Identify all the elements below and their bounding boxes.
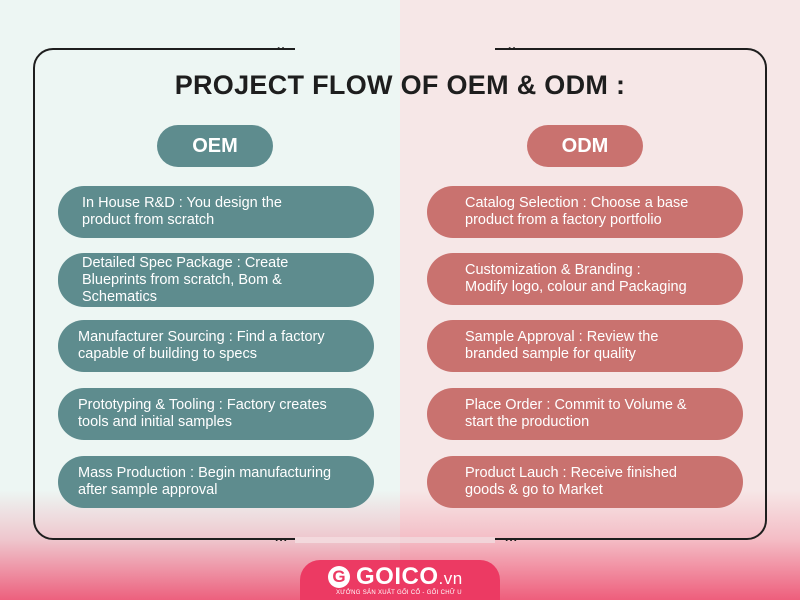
step-line: after sample approval — [78, 482, 218, 498]
page-title: PROJECT FLOW OF OEM & ODM : — [174, 70, 626, 100]
step-line: start the production — [465, 414, 590, 430]
step-line: product from a factory portfolio — [465, 212, 662, 228]
logo-tagline: XƯỞNG SẢN XUẤT GỐI CỔ - GỐI CHỮ U — [336, 590, 462, 596]
oem-header: OEM — [157, 125, 273, 167]
step-line: tools and initial samples — [78, 414, 232, 430]
step-line: Product Lauch : Receive finished — [465, 465, 677, 481]
frame-gap-top — [295, 45, 495, 51]
step-line: Modify logo, colour and Packaging — [465, 279, 687, 295]
logo-mark-icon: G — [328, 566, 350, 588]
step-line: In House R&D : You design the — [82, 195, 282, 211]
step-line: product from scratch — [82, 212, 215, 228]
frame-dots-bottom-right: ... — [505, 530, 519, 544]
step-line: Catalog Selection : Choose a base — [465, 195, 689, 211]
logo-tld: .vn — [438, 569, 463, 588]
step-line: Manufacturer Sourcing : Find a factory — [78, 329, 325, 345]
odm-header: ODM — [527, 125, 643, 167]
step-line: branded sample for quality — [465, 346, 636, 362]
frame-dots-top-left: .. — [277, 38, 286, 52]
step-line: Detailed Spec Package : Create — [82, 254, 289, 271]
step-line: Place Order : Commit to Volume & — [465, 397, 687, 413]
odm-step: Place Order : Commit to Volume &start th… — [427, 388, 743, 440]
step-line: Blueprints from scratch, Bom & — [82, 271, 282, 288]
brand-logo: G GOICO.vn XƯỞNG SẢN XUẤT GỐI CỔ - GỐI C… — [300, 560, 500, 600]
frame-gap-bottom — [295, 537, 495, 543]
step-line: Prototyping & Tooling : Factory creates — [78, 397, 327, 413]
step-line: Sample Approval : Review the — [465, 329, 659, 345]
step-line: goods & go to Market — [465, 482, 603, 498]
odm-step: Customization & Branding :Modify logo, c… — [427, 253, 743, 305]
logo-name: GOICO.vn — [356, 563, 463, 591]
step-line: Customization & Branding : — [465, 262, 641, 278]
frame-dots-top-right: .. — [508, 38, 517, 52]
logo-wordmark: GOICO — [356, 563, 439, 590]
step-line: Mass Production : Begin manufacturing — [78, 465, 332, 481]
step-line: Schematics — [82, 288, 157, 305]
step-line: capable of building to specs — [78, 346, 257, 362]
frame-dots-bottom-left: ... — [275, 530, 289, 544]
